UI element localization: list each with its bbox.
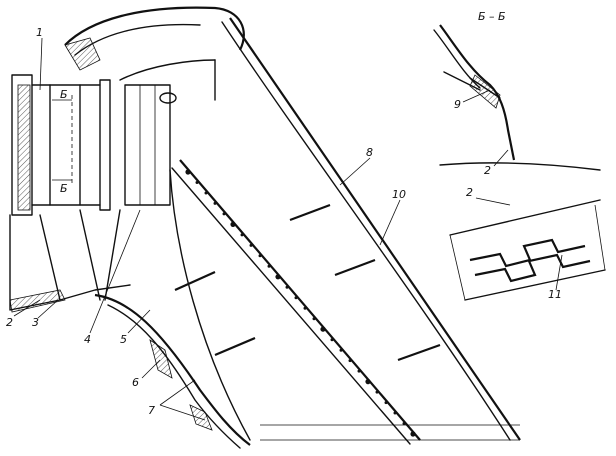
- stiffener-slot: [174, 270, 216, 292]
- rivet: [384, 401, 388, 405]
- rivet: [375, 390, 379, 394]
- rivet: [402, 422, 406, 425]
- rivet: [294, 296, 298, 300]
- rivet: [285, 285, 289, 289]
- rivet: [267, 264, 271, 268]
- stiffener-slot: [214, 336, 256, 357]
- label-2: 2: [6, 316, 13, 329]
- label-2-hinge: 2: [466, 186, 473, 199]
- rivet: [303, 306, 307, 310]
- leader-lines: [13, 37, 563, 421]
- section-title: Б – Б: [478, 10, 506, 23]
- rivet: [357, 369, 361, 373]
- rivet: [258, 254, 262, 258]
- label-6: 6: [132, 376, 139, 389]
- lower-skin: [94, 293, 251, 449]
- main-panel: [169, 17, 521, 445]
- hinge-detail: [439, 162, 606, 301]
- label-4: 4: [84, 333, 91, 346]
- frame-housing: [64, 6, 245, 104]
- rivet: [312, 317, 316, 321]
- rivet: [365, 379, 371, 385]
- duct-assembly: [9, 74, 171, 313]
- label-7: 7: [148, 404, 155, 417]
- rivet: [230, 221, 236, 227]
- stiffener-slot: [397, 343, 441, 362]
- label-11: 11: [548, 288, 562, 301]
- rivet: [348, 359, 352, 363]
- stiffener-slot: [289, 203, 331, 222]
- rivet: [222, 212, 226, 216]
- rivet: [240, 233, 244, 237]
- label-10: 10: [392, 188, 406, 201]
- label-5: 5: [120, 333, 127, 346]
- rivet: [213, 201, 217, 205]
- rivet: [339, 348, 343, 352]
- section-mark-top: Б: [60, 88, 68, 101]
- rivet: [249, 243, 253, 247]
- rivet: [410, 431, 416, 437]
- rivet: [330, 338, 334, 342]
- rivet-row: [185, 169, 416, 437]
- label-8: 8: [366, 146, 373, 159]
- section-mark-bottom: Б: [60, 182, 68, 195]
- rivet: [320, 326, 326, 332]
- rivet: [195, 181, 199, 184]
- rivet: [204, 191, 208, 195]
- label-9: 9: [454, 98, 461, 111]
- rivet: [185, 169, 191, 175]
- label-1: 1: [36, 26, 43, 39]
- rivet: [393, 411, 397, 415]
- rivet: [275, 274, 281, 280]
- label-2-detail: 2: [484, 164, 491, 177]
- stiffener-slot: [334, 258, 376, 277]
- section-detail: [433, 24, 516, 161]
- label-3: 3: [32, 316, 39, 329]
